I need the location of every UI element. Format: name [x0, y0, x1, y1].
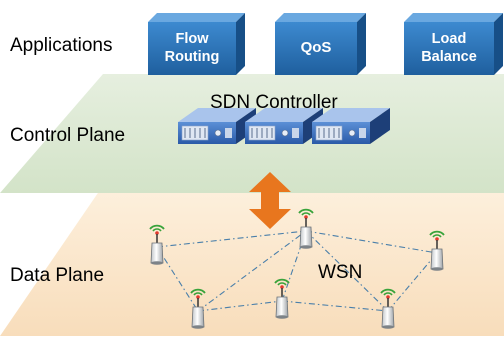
- wsn-link: [156, 230, 307, 248]
- data-plane-label: Data Plane: [10, 265, 105, 286]
- app-qos-label: QoS: [275, 39, 357, 57]
- rack-server-icon: [245, 108, 323, 144]
- wireless-sensor-node-icon: [429, 230, 445, 271]
- app-flow-routing-line1: Flow: [175, 31, 209, 47]
- wsn-link: [305, 230, 438, 254]
- wireless-sensor-node-icon: [298, 208, 314, 249]
- control-plane-label: Control Plane: [10, 125, 126, 146]
- wsn-link: [197, 230, 307, 312]
- wireless-sensor-node-icon: [149, 224, 165, 265]
- app-box-load-balance: [404, 13, 503, 75]
- app-qos-line1: QoS: [300, 39, 332, 56]
- wsn-label: WSN: [318, 262, 363, 283]
- wsn-link: [281, 230, 307, 302]
- app-box-qos: [275, 13, 366, 75]
- wsn-links: [156, 230, 438, 312]
- app-load-balance-line1: Load: [431, 31, 467, 47]
- rack-server-icon: [178, 108, 256, 144]
- wsn-link: [281, 300, 389, 312]
- applications-label: Applications: [10, 35, 113, 56]
- app-box-flow-routing: [148, 13, 245, 75]
- bidirectional-arrow: [249, 172, 291, 229]
- wireless-sensor-node-icon: [190, 288, 206, 329]
- wsn-link: [156, 246, 199, 312]
- wireless-sensor-node-icon: [380, 288, 396, 329]
- wsn-link: [305, 230, 389, 312]
- app-flow-routing-label: Flow Routing: [148, 30, 236, 66]
- wsn-link: [387, 252, 438, 312]
- app-flow-routing-line2: Routing: [164, 49, 220, 65]
- app-load-balance-label: Load Balance: [404, 30, 494, 66]
- wsn-link: [197, 300, 283, 312]
- data-plane-layer: [0, 187, 504, 336]
- sdn-controller-label: SDN Controller: [210, 92, 338, 113]
- app-load-balance-line2: Balance: [421, 49, 477, 65]
- rack-server-icon: [312, 108, 390, 144]
- wireless-sensor-node-icon: [274, 278, 290, 319]
